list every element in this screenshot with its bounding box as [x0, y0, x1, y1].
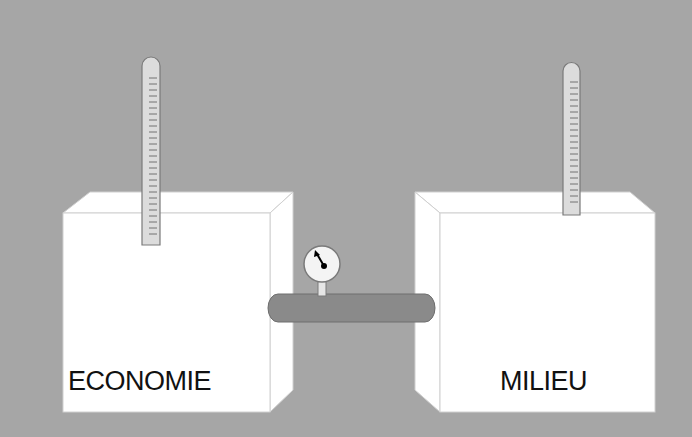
cube-front [63, 213, 270, 412]
thermometer [142, 57, 160, 245]
cube-front [440, 213, 655, 412]
cube-top [415, 192, 655, 213]
pipe-connector [268, 294, 435, 322]
cube-node: MILIEU [440, 213, 655, 412]
cube-label: ECONOMIE [68, 368, 211, 395]
thermometer-scale [149, 78, 578, 234]
cube-node: ECONOMIE [63, 213, 270, 412]
cube-top [63, 192, 293, 213]
pressure-gauge [304, 246, 340, 296]
cube-label: MILIEU [500, 368, 587, 395]
thermometer [563, 63, 580, 216]
